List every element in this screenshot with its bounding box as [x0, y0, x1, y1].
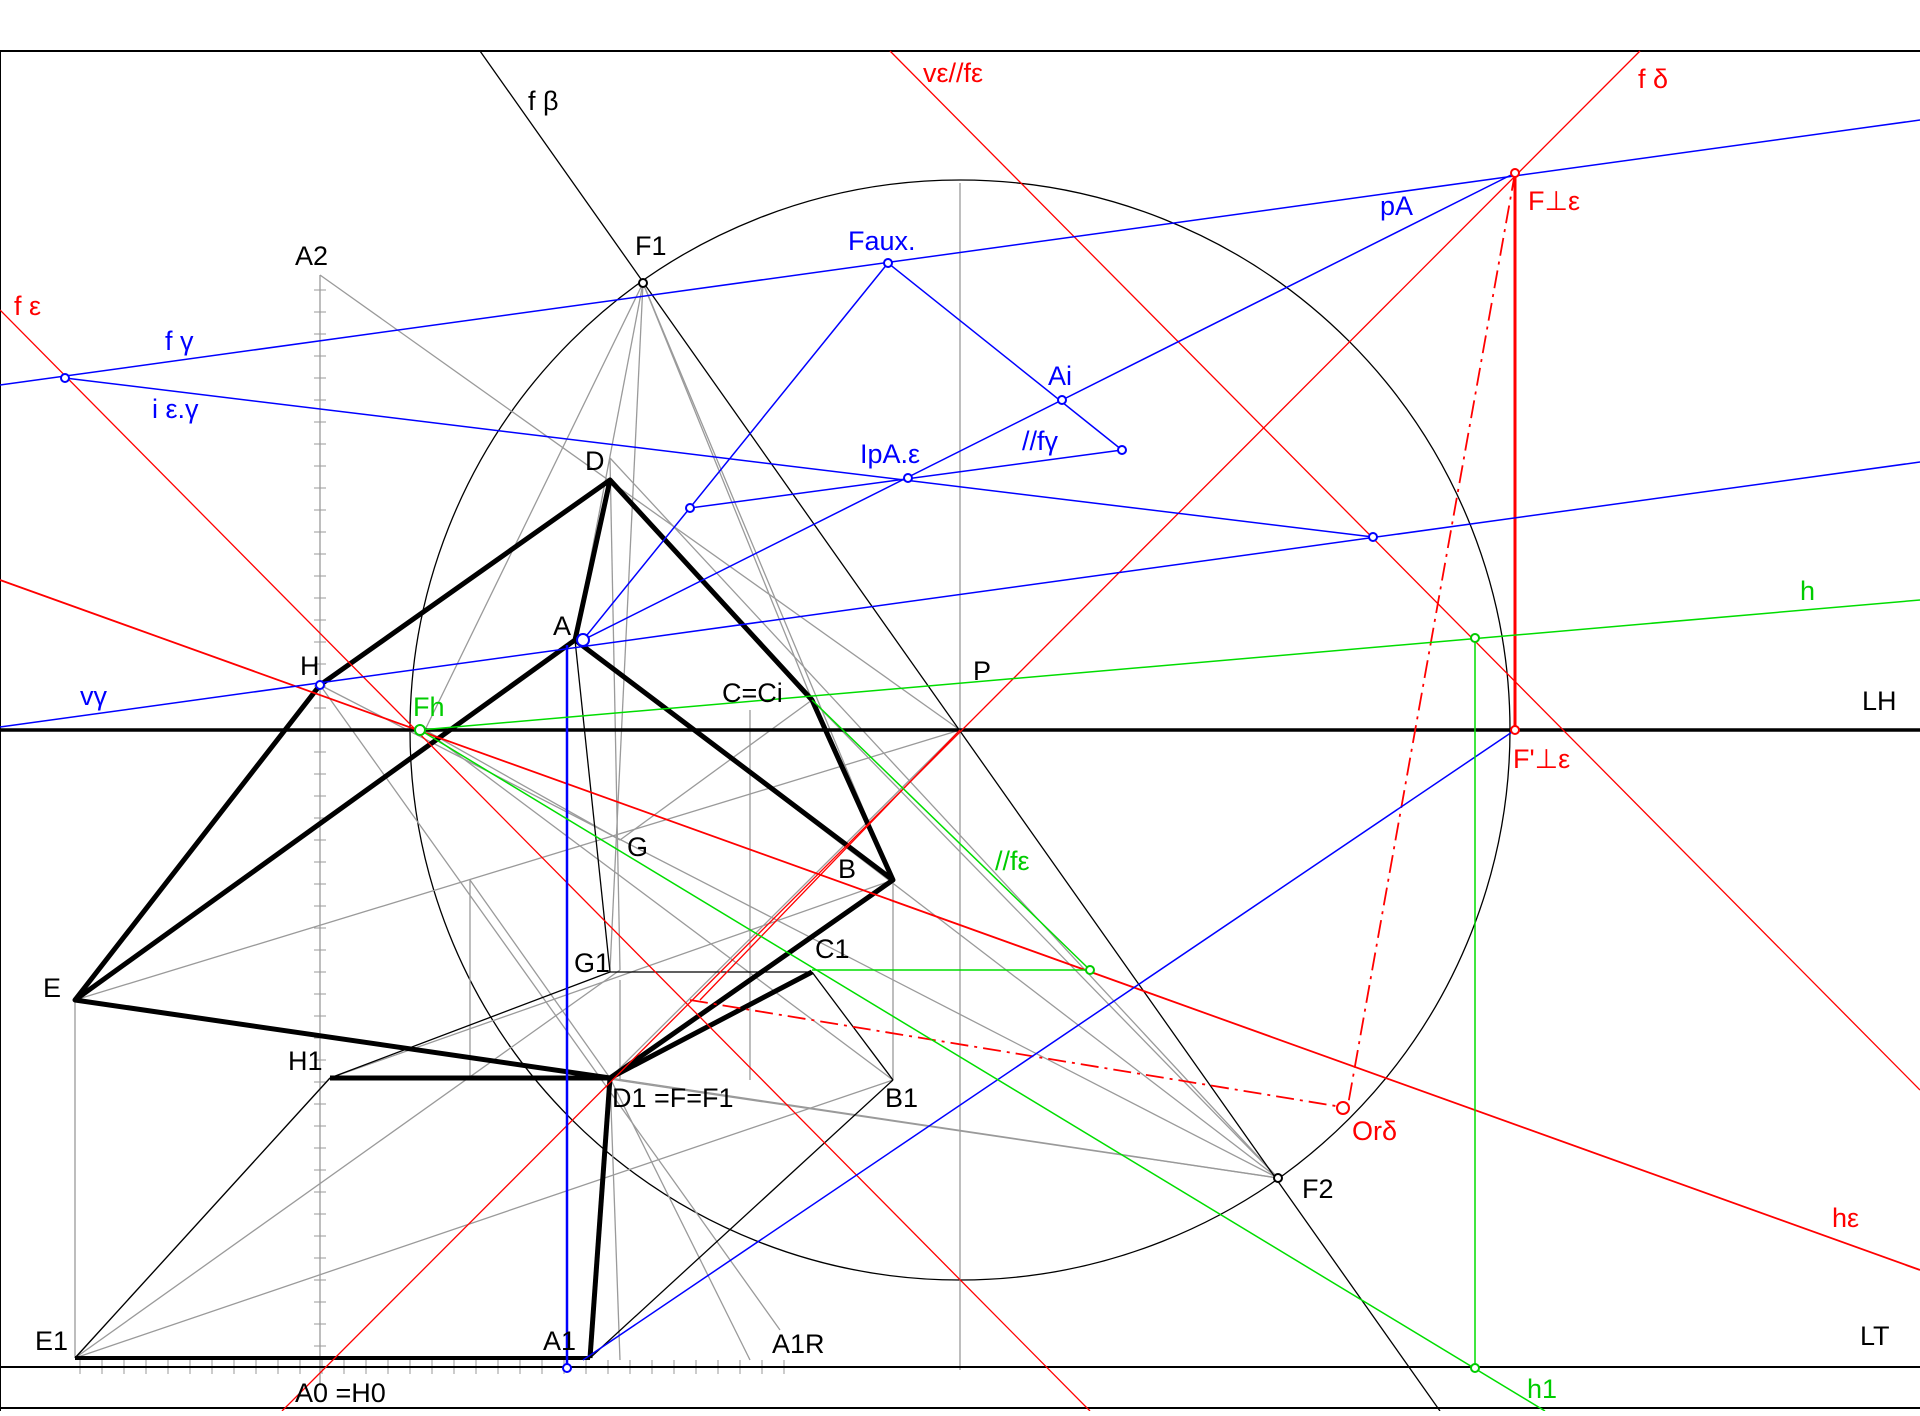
label-or-delta: Orδ	[1352, 1116, 1397, 1146]
label-f2: F2	[1302, 1174, 1334, 1204]
label-b1: B1	[885, 1083, 918, 1113]
label-v-eps-par-f-eps: vε//fε	[923, 58, 983, 88]
red-lines	[0, 50, 1920, 1412]
label-h-green: h	[1800, 576, 1815, 606]
label-b: B	[838, 854, 856, 884]
label-i-pa-eps: IpA.ε	[860, 439, 920, 469]
label-h-eps: hε	[1832, 1203, 1859, 1233]
label-g1: G1	[574, 948, 610, 978]
label-lh: LH	[1862, 686, 1897, 716]
label-p: P	[973, 656, 991, 686]
label-par-f-gamma: //fγ	[1022, 426, 1059, 456]
label-a1r: A1R	[772, 1329, 825, 1359]
label-e: E	[43, 973, 61, 1003]
label-h: H	[300, 651, 320, 681]
label-e1: E1	[35, 1326, 68, 1356]
frame	[0, 50, 1920, 1411]
label-g: G	[627, 832, 648, 862]
label-c-eq-ci: C=Ci	[722, 678, 783, 708]
label-fh: Fh	[413, 692, 445, 722]
label-a: A	[553, 611, 571, 641]
label-f-aux: Faux.	[848, 226, 916, 256]
label-f-eps: f ε	[14, 291, 41, 321]
construction-lines	[74, 183, 1279, 1385]
label-lt: LT	[1860, 1321, 1890, 1351]
label-f-perp-eps-prime: F'⊥ε	[1513, 744, 1570, 774]
tick-marks-vertical	[314, 289, 326, 1347]
points	[60, 168, 1520, 1373]
label-f-beta: f β	[528, 86, 559, 116]
label-f-delta: f δ	[1638, 64, 1668, 94]
label-d1-f-f1: D1 =F=F1	[612, 1083, 734, 1113]
label-c1: C1	[815, 934, 850, 964]
label-f1: F1	[635, 231, 667, 261]
label-a2: A2	[295, 241, 328, 271]
solid-edges	[72, 477, 896, 1360]
label-f-perp-eps: F⊥ε	[1528, 186, 1580, 216]
label-h1: H1	[288, 1046, 323, 1076]
label-a1: A1	[543, 1326, 576, 1356]
label-a0-h0: A0 =H0	[295, 1378, 386, 1408]
label-d: D	[585, 446, 605, 476]
label-a-i: Ai	[1048, 361, 1072, 391]
label-h1-green: h1	[1527, 1374, 1557, 1404]
label-f-gamma: f γ	[165, 326, 194, 356]
labels: f β vε//fε f δ F⊥ε F'⊥ε pA Faux. Ai //fγ…	[14, 58, 1897, 1408]
label-v-gamma: vγ	[80, 681, 108, 711]
label-par-f-eps: //fε	[995, 846, 1030, 876]
label-i-eps-gamma: i ε.γ	[152, 394, 199, 424]
label-p-a: pA	[1380, 191, 1413, 221]
green-lines	[419, 599, 1920, 1412]
